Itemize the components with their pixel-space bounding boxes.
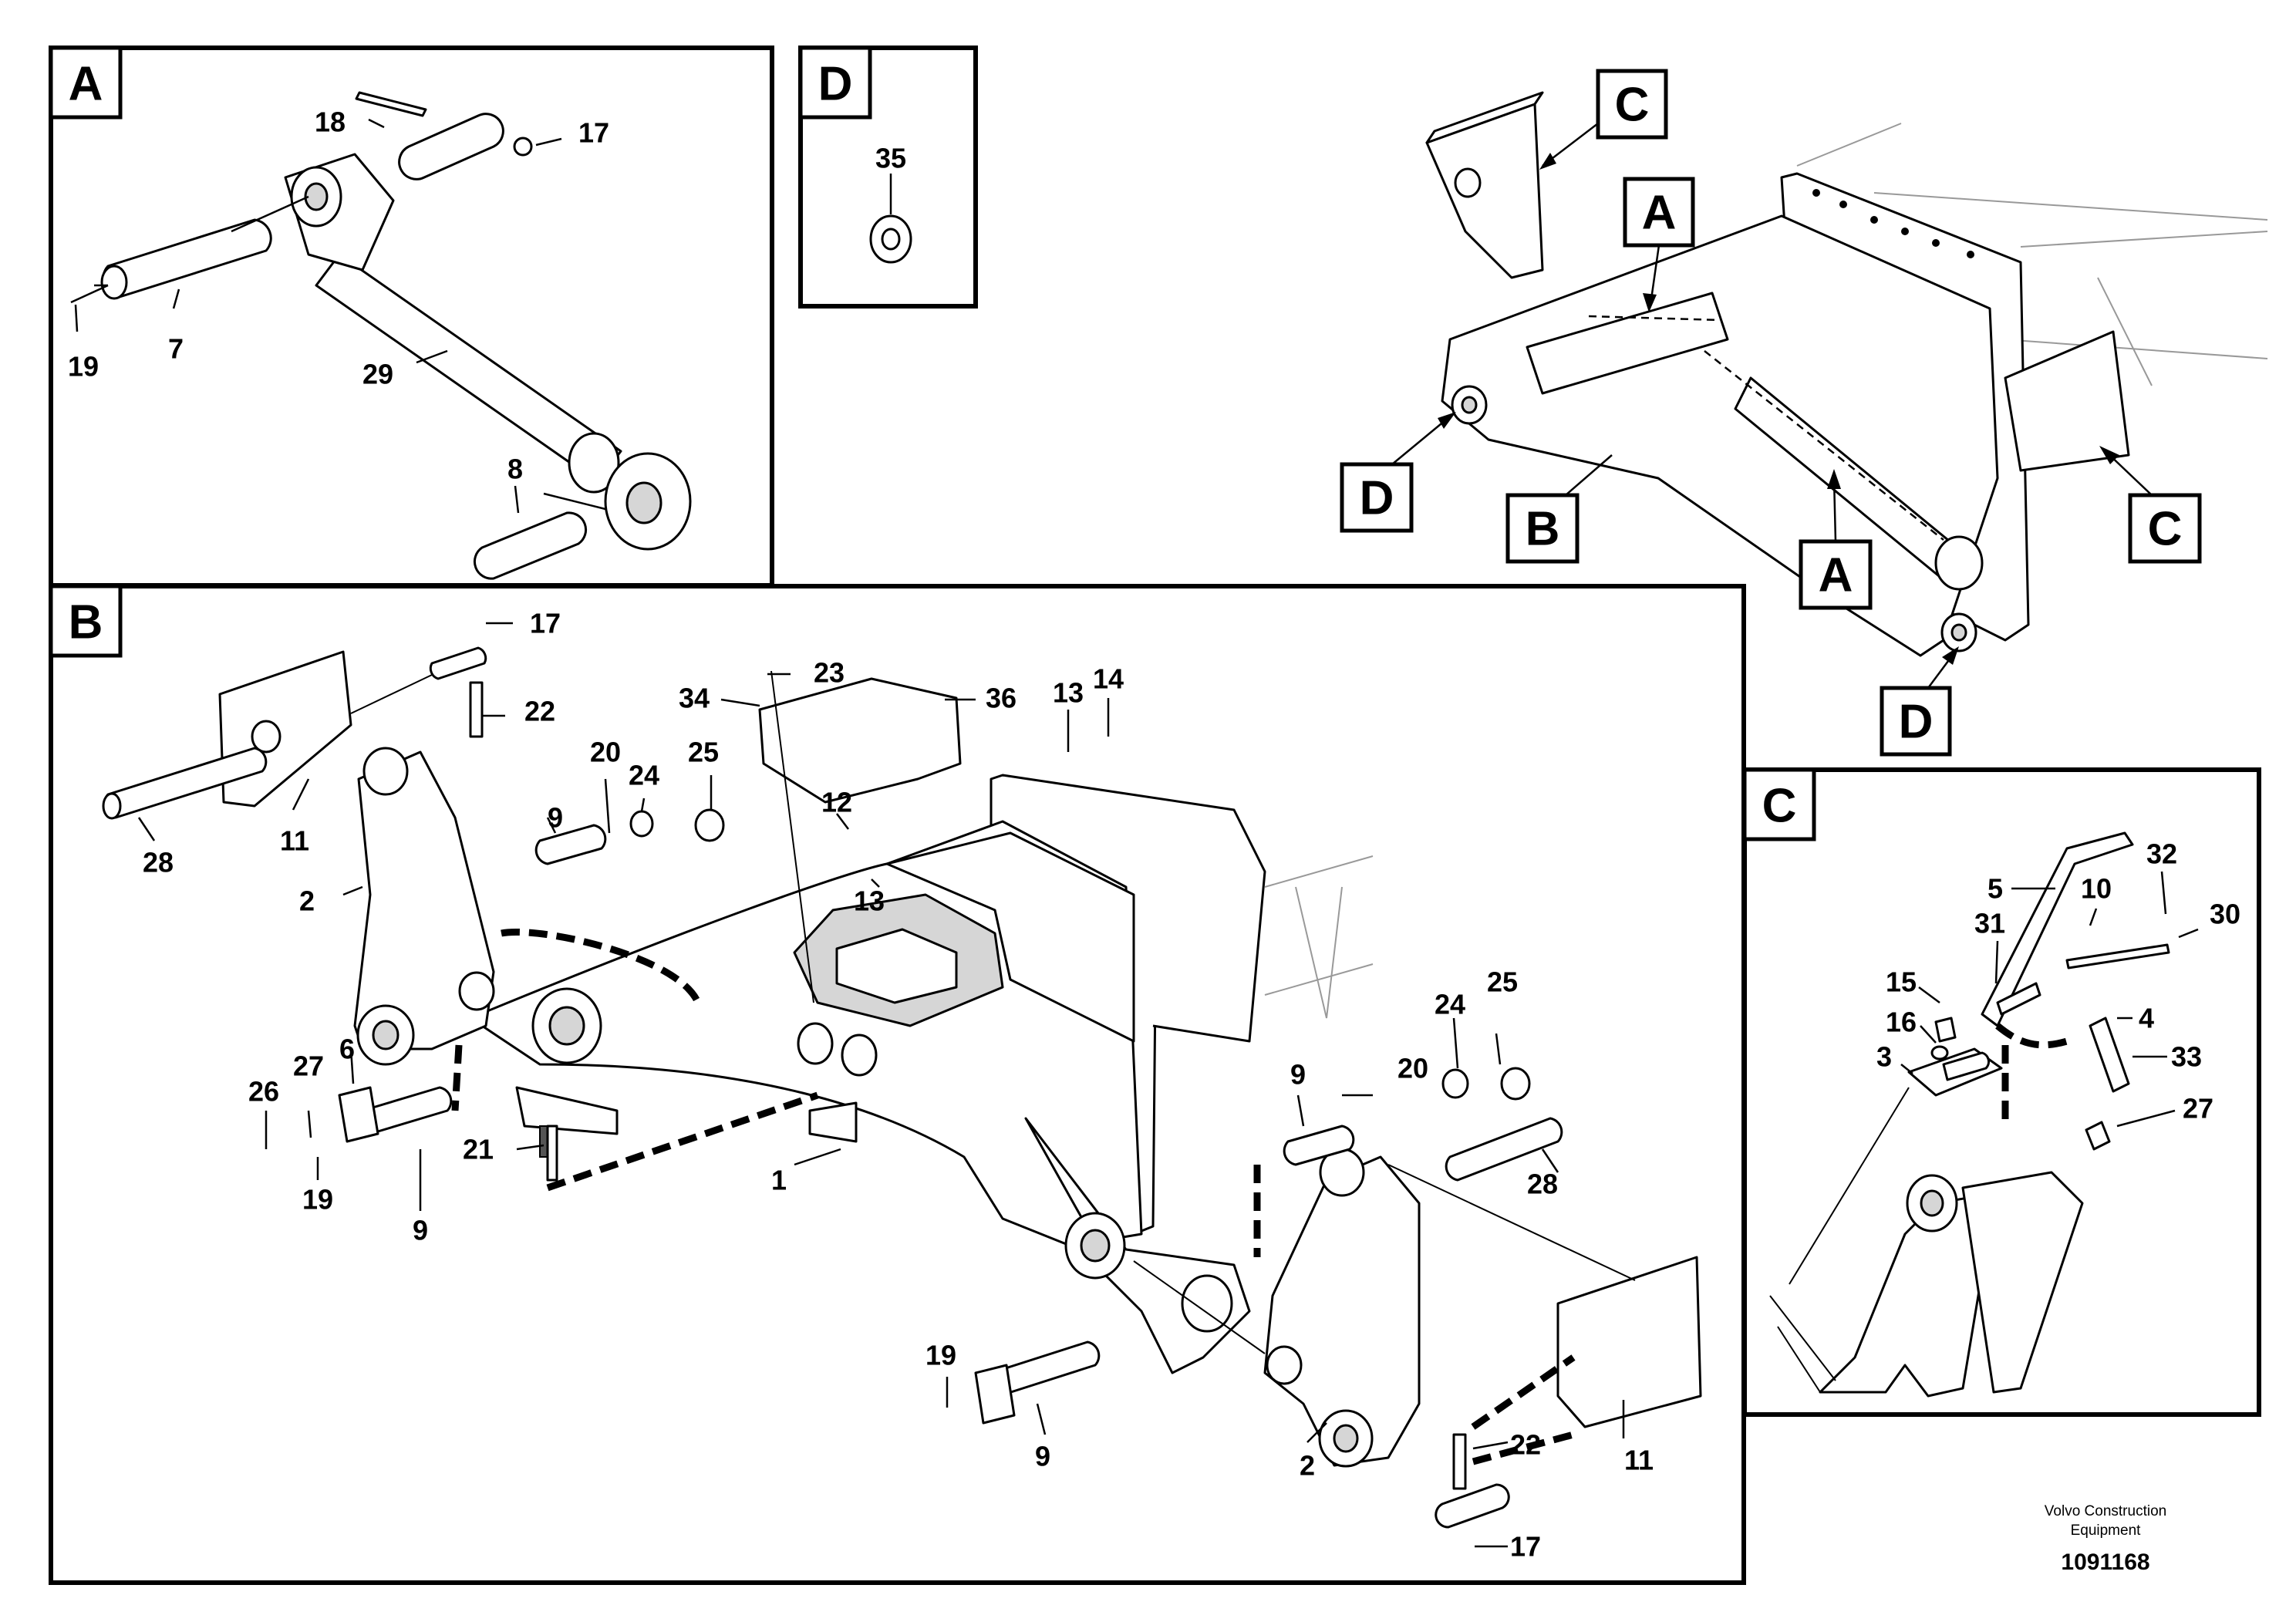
- label-29: 29: [362, 359, 393, 390]
- panel-a: A 18 17 19 7 29 8: [49, 46, 774, 588]
- label-b-9-top: 9: [548, 802, 563, 834]
- label-7: 7: [168, 333, 184, 365]
- label-c-4: 4: [2139, 1003, 2154, 1034]
- bell-crank-left: [353, 750, 495, 1050]
- label-b-2-right: 2: [1300, 1450, 1315, 1482]
- label-c-3: 3: [1876, 1041, 1892, 1073]
- panel-d-tag: D: [818, 58, 853, 111]
- link-arm: [1819, 1194, 1991, 1398]
- label-b-25-right: 25: [1487, 966, 1518, 998]
- nut-17: [513, 137, 533, 157]
- label-b-17-top: 17: [530, 608, 561, 639]
- bucket-link-right: [1556, 1256, 1702, 1428]
- label-c-10: 10: [2081, 873, 2112, 905]
- label-b-25-top: 25: [688, 737, 719, 768]
- label-c-30: 30: [2210, 899, 2240, 930]
- label-b-6: 6: [339, 1034, 355, 1065]
- label-b-24-top: 24: [629, 760, 659, 791]
- footer-company-line2: Equipment: [2071, 1523, 2142, 1539]
- panel-d: D 35: [798, 46, 978, 309]
- label-b-1: 1: [771, 1165, 787, 1196]
- label-c-33: 33: [2171, 1041, 2202, 1073]
- label-b-28-left: 28: [143, 847, 174, 878]
- cover-plate-36: [758, 677, 962, 804]
- overview-tag-a-top: A: [1642, 187, 1677, 240]
- overview-tag-d-bottom: D: [1899, 696, 1934, 749]
- sleeve: [398, 113, 504, 180]
- label-b-11-left: 11: [280, 825, 309, 857]
- label-b-13-mid: 13: [854, 885, 885, 917]
- label-b-22-top: 22: [524, 696, 555, 727]
- bolt-18: [355, 91, 427, 117]
- label-b-22-bottom: 22: [1510, 1429, 1541, 1461]
- pin-8: [474, 511, 587, 580]
- label-19: 19: [68, 351, 99, 383]
- panel-c-tag: C: [1762, 780, 1797, 833]
- pin-9-upper: [534, 824, 607, 865]
- label-c-31: 31: [1974, 908, 2005, 939]
- label-b-12: 12: [821, 787, 852, 818]
- label-8: 8: [507, 454, 523, 485]
- label-b-27: 27: [293, 1050, 324, 1082]
- footer: Volvo Construction Equipment 1091168: [2045, 1503, 2166, 1575]
- overview-bucket-link: [2004, 330, 2130, 472]
- overview-boom: [1441, 214, 1999, 657]
- label-b-20-right: 20: [1397, 1053, 1428, 1084]
- label-b-9-bottom: 9: [1035, 1441, 1050, 1472]
- label-b-20-top: 20: [590, 737, 621, 768]
- overview-assembly: C A D B A C D: [1340, 69, 2268, 757]
- label-c-27: 27: [2183, 1093, 2213, 1125]
- label-b-14: 14: [1093, 663, 1124, 695]
- panel-c: C: [1742, 767, 2261, 1417]
- footer-company-line1: Volvo Construction: [2045, 1503, 2166, 1519]
- pin-28-right: [1445, 1117, 1563, 1182]
- label-b-17-bottom: 17: [1510, 1531, 1541, 1563]
- lever-5: [1981, 831, 2134, 1027]
- pin-7: [102, 218, 272, 298]
- label-c-15: 15: [1886, 966, 1917, 998]
- overview-tag-b: B: [1526, 503, 1560, 556]
- label-17: 17: [578, 117, 609, 149]
- label-b-13-top: 13: [1053, 677, 1084, 709]
- footer-drawing-number: 1091168: [2061, 1549, 2149, 1575]
- label-b-26: 26: [248, 1076, 279, 1108]
- panel-b: B: [49, 584, 2068, 1585]
- label-c-16: 16: [1886, 1007, 1917, 1038]
- label-b-19-right: 19: [925, 1340, 956, 1371]
- overview-tag-d-left: D: [1360, 472, 1394, 525]
- label-35: 35: [875, 143, 906, 174]
- label-b-24-right: 24: [1435, 989, 1465, 1020]
- label-b-9-left: 9: [413, 1215, 428, 1246]
- label-c-5: 5: [1988, 873, 2003, 905]
- overview-cylinder: [1526, 292, 1729, 395]
- bucket-link-left: [218, 650, 352, 808]
- label-b-19-left: 19: [302, 1184, 333, 1216]
- label-b-21: 21: [463, 1134, 494, 1165]
- label-c-32: 32: [2146, 838, 2177, 870]
- label-18: 18: [315, 106, 346, 138]
- label-b-9-right: 9: [1290, 1059, 1306, 1091]
- label-b-23: 23: [814, 657, 845, 689]
- label-b-36: 36: [986, 683, 1017, 714]
- panel-b-tag: B: [69, 596, 103, 649]
- label-b-11-right: 11: [1624, 1445, 1654, 1476]
- label-b-28-right: 28: [1527, 1168, 1558, 1200]
- panel-a-tag: A: [69, 58, 103, 111]
- overview-tag-a-bottom: A: [1819, 549, 1853, 602]
- spring-33: [2089, 1017, 2130, 1093]
- label-b-34: 34: [679, 683, 710, 714]
- overview-tag-c-right: C: [2148, 503, 2183, 556]
- label-b-2-left: 2: [299, 885, 315, 917]
- overview-tag-c-top: C: [1615, 79, 1650, 132]
